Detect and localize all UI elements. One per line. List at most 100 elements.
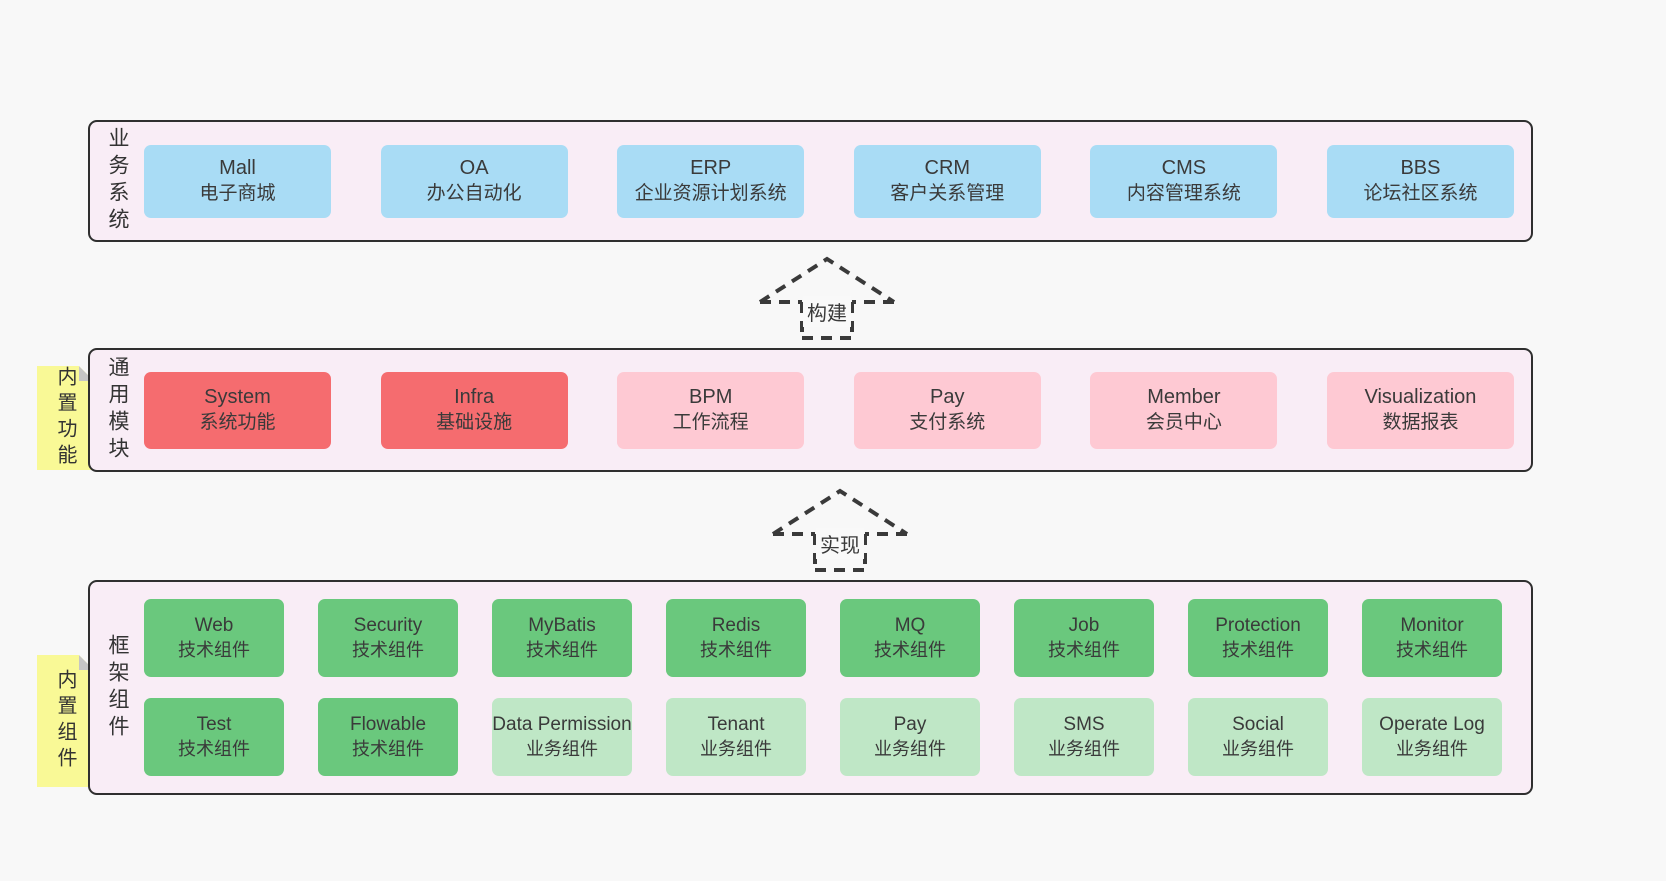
panel-content: Web 技术组件 Security 技术组件 MyBatis 技术组件 Redi… [144, 582, 1531, 793]
box-subtitle: 基础设施 [436, 412, 513, 433]
box-subtitle: 数据报表 [1382, 412, 1459, 433]
box-name: Monitor [1400, 615, 1464, 636]
box-subtitle: 技术组件 [1222, 640, 1294, 660]
box-subtitle: 业务组件 [874, 739, 946, 759]
box-member: Member 会员中心 [1090, 371, 1278, 449]
box-crm: CRM 客户关系管理 [853, 144, 1041, 218]
box-subtitle: 电子商城 [199, 183, 276, 204]
box-bbs: BBS 论坛社区系统 [1326, 144, 1514, 218]
box-oa: OA 办公自动化 [380, 144, 568, 218]
sticky-note-label: 内置组件 [54, 669, 76, 773]
box-subtitle: 技术组件 [874, 640, 946, 660]
box-name: System [204, 386, 271, 408]
panel-title: 通用模块 [106, 356, 129, 464]
box-pay-component: Pay 业务组件 [840, 698, 980, 776]
box-subtitle: 企业资源计划系统 [634, 183, 787, 204]
sticky-note-label: 内置功能 [54, 366, 76, 470]
box-pay-module: Pay 支付系统 [853, 371, 1041, 449]
box-monitor: Monitor 技术组件 [1362, 599, 1502, 677]
box-test: Test 技术组件 [144, 698, 284, 776]
arrow-label: 构建 [803, 296, 851, 327]
box-redis: Redis 技术组件 [666, 599, 806, 677]
up-arrow-icon [758, 256, 896, 340]
box-security: Security 技术组件 [318, 599, 458, 677]
box-subtitle: 技术组件 [526, 640, 598, 660]
box-subtitle: 系统功能 [199, 412, 276, 433]
box-mall: Mall 电子商城 [144, 144, 331, 218]
box-subtitle: 支付系统 [909, 412, 986, 433]
box-subtitle: 业务组件 [1396, 739, 1468, 759]
box-subtitle: 技术组件 [700, 640, 772, 660]
box-name: Web [194, 615, 234, 636]
box-subtitle: 论坛社区系统 [1363, 183, 1478, 204]
box-subtitle: 业务组件 [526, 739, 598, 759]
sticky-note-builtin-components: 内置组件 [37, 655, 94, 787]
box-mq: MQ 技术组件 [840, 599, 980, 677]
box-name: CRM [924, 157, 971, 179]
box-subtitle: 业务组件 [700, 739, 772, 759]
panel-content: System 系统功能 Infra 基础设施 BPM 工作流程 Pay 支付系统… [144, 350, 1531, 470]
framework-row-1: Web 技术组件 Security 技术组件 MyBatis 技术组件 Redi… [144, 599, 1502, 677]
box-name: Mall [219, 157, 256, 179]
box-subtitle: 技术组件 [1396, 640, 1468, 660]
panel-label: 框架组件 [90, 582, 144, 793]
box-subtitle: 业务组件 [1222, 739, 1294, 759]
box-sms: SMS 业务组件 [1014, 698, 1154, 776]
box-subtitle: 技术组件 [178, 640, 250, 660]
box-name: Security [353, 615, 423, 636]
sticky-note-builtin-features: 内置功能 [37, 366, 94, 470]
box-subtitle: 技术组件 [178, 739, 250, 759]
box-erp: ERP 企业资源计划系统 [617, 144, 805, 218]
box-subtitle: 内容管理系统 [1126, 183, 1241, 204]
box-cms: CMS 内容管理系统 [1090, 144, 1278, 218]
panel-content: Mall 电子商城 OA 办公自动化 ERP 企业资源计划系统 CRM 客户关系… [144, 122, 1531, 240]
panel-label: 通用模块 [90, 350, 144, 470]
box-operate-log: Operate Log 业务组件 [1362, 698, 1502, 776]
box-subtitle: 技术组件 [352, 640, 424, 660]
box-subtitle: 办公自动化 [426, 183, 522, 204]
box-job: Job 技术组件 [1014, 599, 1154, 677]
box-name: Member [1147, 386, 1221, 408]
box-name: Protection [1215, 615, 1301, 636]
box-data-permission: Data Permission 业务组件 [492, 698, 632, 776]
box-protection: Protection 技术组件 [1188, 599, 1328, 677]
box-name: Job [1068, 615, 1100, 636]
box-name: Infra [454, 386, 495, 408]
box-name: Pay [893, 714, 927, 735]
box-system: System 系统功能 [144, 371, 331, 449]
panel-title: 业务系统 [106, 127, 129, 235]
box-web: Web 技术组件 [144, 599, 284, 677]
box-name: Redis [711, 615, 761, 636]
panel-business-systems: 业务系统 Mall 电子商城 OA 办公自动化 ERP 企业资源计划系统 CRM… [88, 120, 1533, 242]
box-subtitle: 业务组件 [1048, 739, 1120, 759]
box-subtitle: 客户关系管理 [890, 183, 1005, 204]
box-name: Pay [930, 386, 965, 408]
box-name: Test [196, 714, 232, 735]
box-name: CMS [1161, 157, 1207, 179]
box-subtitle: 技术组件 [1048, 640, 1120, 660]
box-name: Visualization [1364, 386, 1477, 408]
box-name: ERP [690, 157, 732, 179]
up-arrow-icon [771, 488, 909, 572]
panel-label: 业务系统 [90, 122, 144, 240]
box-name: Flowable [349, 714, 427, 735]
box-bpm: BPM 工作流程 [617, 371, 805, 449]
box-name: Social [1232, 714, 1284, 735]
box-tenant: Tenant 业务组件 [666, 698, 806, 776]
box-social: Social 业务组件 [1188, 698, 1328, 776]
box-name: SMS [1063, 714, 1105, 735]
implement-arrow: 实现 [765, 486, 915, 574]
box-subtitle: 工作流程 [672, 412, 749, 433]
build-arrow: 构建 [752, 254, 902, 342]
box-name: BPM [689, 386, 733, 408]
box-flowable: Flowable 技术组件 [318, 698, 458, 776]
box-name: Data Permission [492, 714, 632, 735]
box-name: Tenant [707, 714, 765, 735]
box-name: OA [459, 157, 489, 179]
box-name: BBS [1400, 157, 1441, 179]
box-infra: Infra 基础设施 [380, 371, 568, 449]
panel-framework-components: 框架组件 Web 技术组件 Security 技术组件 MyBatis 技术组件… [88, 580, 1533, 795]
box-mybatis: MyBatis 技术组件 [492, 599, 632, 677]
box-subtitle: 技术组件 [352, 739, 424, 759]
